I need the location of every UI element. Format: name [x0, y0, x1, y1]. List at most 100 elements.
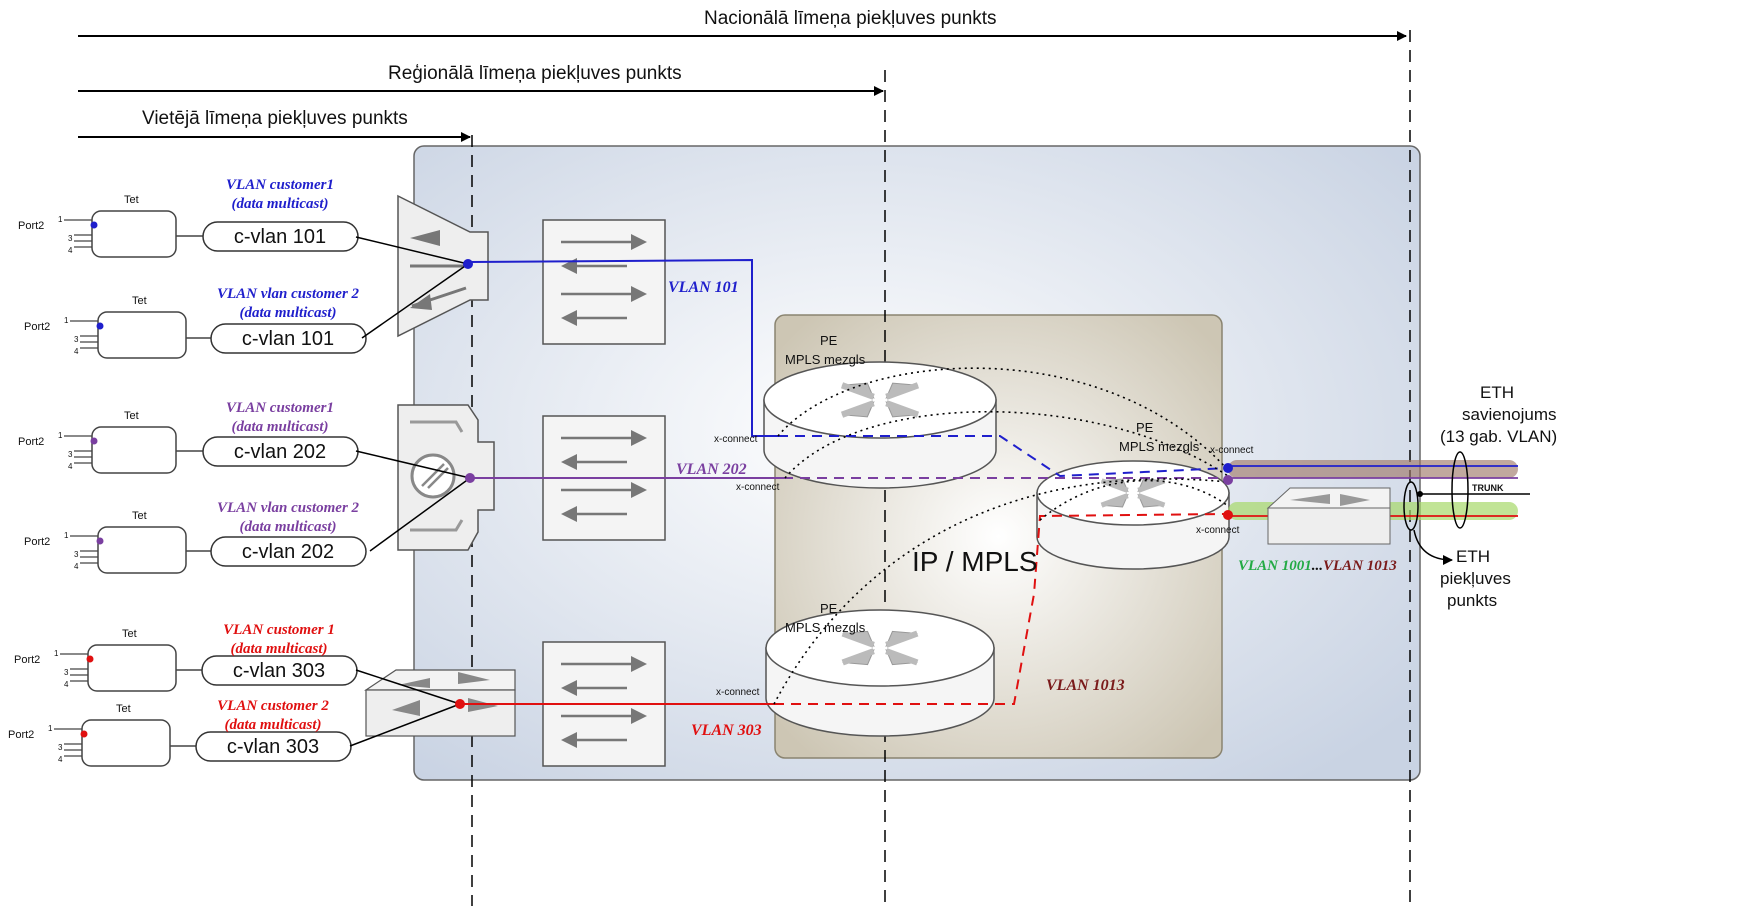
pin-number: 1 — [54, 649, 59, 658]
pe-routers — [763, 361, 1230, 737]
vlan-303-label: VLAN 303 — [691, 722, 762, 739]
vlan-customer-title: VLAN customer1 — [226, 400, 334, 416]
x-connect-label-1: x-connect — [714, 434, 758, 445]
port-indicator — [96, 322, 104, 330]
x-connect-label-3: x-connect — [716, 687, 760, 698]
ip-mpls-label: IP / MPLS — [912, 546, 1038, 577]
direction-arrow-head — [631, 234, 647, 250]
router-arrow-shaft — [840, 382, 875, 400]
customer-device-label: Tet — [116, 703, 131, 715]
customer-device-label: Tet — [124, 410, 139, 422]
vlan-customer-subtitle: (data multicast) — [231, 419, 328, 435]
pe-mpls-label-bottom: MPLS mezgls — [785, 620, 866, 635]
pin-number: 1 — [58, 431, 63, 440]
eth-access-label-2: piekļuves — [1440, 569, 1511, 588]
diagram-labels: VLAN 101 VLAN 202 VLAN 303 VLAN 1013 IP … — [668, 279, 1557, 739]
customer-device-label: Tet — [122, 628, 137, 640]
vlan-switch-boxes — [542, 219, 666, 767]
switch-box-frame — [542, 219, 666, 345]
pe-router — [765, 609, 995, 737]
router-arrow-shaft — [1100, 478, 1129, 493]
port-label: Port2 — [8, 729, 34, 741]
customer-device — [97, 526, 187, 574]
port-label: Port2 — [24, 536, 50, 548]
router-arrow-shaft — [885, 400, 920, 418]
regional-level-label: Reģionālā līmeņa piekļuves punkts — [388, 63, 682, 84]
pin-number: 4 — [68, 246, 73, 255]
customer-device — [81, 719, 171, 767]
vlan-202-path — [355, 450, 1228, 552]
customer-device-label: Tet — [132, 295, 147, 307]
customer-device — [97, 311, 187, 359]
router-top — [765, 609, 995, 687]
vlan-range-label: VLAN 1001...VLAN 1013 — [1238, 558, 1397, 574]
router-arrow-shaft — [841, 648, 875, 666]
pe-mpls-label-right: MPLS mezgls — [1119, 439, 1200, 454]
pe-label-top: PE — [820, 333, 838, 348]
vlan-303-path — [349, 513, 1227, 747]
pin-number: 4 — [68, 462, 73, 471]
direction-arrow-head — [631, 286, 647, 302]
direction-arrow-head — [561, 454, 577, 470]
national-level-label: Nacionālā līmeņa piekļuves punkts — [704, 8, 997, 29]
vlan-101-path — [355, 236, 1229, 478]
router-arrow-shaft — [885, 382, 920, 400]
cvlan-label: c-vlan 303 — [233, 660, 325, 682]
direction-arrow-head — [561, 506, 577, 522]
pin-number: 3 — [68, 234, 73, 243]
customer-device — [91, 210, 177, 258]
customer-device-label: Tet — [132, 510, 147, 522]
vlan-202-label: VLAN 202 — [676, 461, 747, 478]
vlan-customer-title: VLAN customer 1 — [223, 622, 335, 638]
trunk-label: TRUNK — [1472, 483, 1504, 493]
eth-connection-label-3: (13 gab. VLAN) — [1440, 427, 1557, 446]
port-label: Port2 — [18, 436, 44, 448]
router-arrow-shaft — [1137, 478, 1166, 493]
direction-arrow-head — [631, 430, 647, 446]
pin-number: 3 — [74, 335, 79, 344]
pin-number: 3 — [68, 450, 73, 459]
vlan-customer-title: VLAN customer 2 — [217, 698, 329, 714]
cvlan-label: c-vlan 101 — [242, 328, 334, 350]
eth-connection-label-1: ETH — [1480, 383, 1514, 402]
x-connect-label-4: x-connect — [1210, 445, 1254, 456]
cvlan-pill — [210, 323, 367, 354]
cvlan-pill — [210, 536, 367, 567]
router-arrow-shaft — [885, 648, 919, 666]
vlan-customer-subtitle: (data multicast) — [224, 717, 321, 733]
router-arrow-shaft — [1137, 493, 1166, 508]
cvlan-label: c-vlan 303 — [227, 736, 319, 758]
pin-number: 1 — [64, 316, 69, 325]
port-indicator — [86, 655, 94, 663]
direction-arrow-head — [631, 656, 647, 672]
pin-number: 3 — [74, 550, 79, 559]
x-connect-label-2: x-connect — [736, 482, 780, 493]
pin-number: 4 — [58, 755, 63, 764]
x-connect-label-5: x-connect — [1196, 525, 1240, 536]
vlan-range-separator: ... — [1312, 558, 1323, 574]
direction-arrow-head — [561, 732, 577, 748]
customer-device-label: Tet — [124, 194, 139, 206]
pin-number: 4 — [74, 562, 79, 571]
eth-access-label-3: punkts — [1447, 591, 1497, 610]
vlan-101-label: VLAN 101 — [668, 279, 739, 296]
vlan-customer-title: VLAN vlan customer 2 — [217, 500, 360, 516]
pin-number: 1 — [58, 215, 63, 224]
router-arrow-shaft — [885, 630, 919, 648]
vlan-customer-title: VLAN vlan customer 2 — [217, 286, 360, 302]
vlan-customer-subtitle: (data multicast) — [239, 305, 336, 321]
router-top — [1036, 460, 1230, 526]
vlan-range-end: VLAN 1013 — [1323, 558, 1397, 574]
pin-number: 4 — [74, 347, 79, 356]
vlan-1013-label: VLAN 1013 — [1046, 677, 1125, 694]
pin-number: 1 — [48, 724, 53, 733]
port-label: Port2 — [18, 220, 44, 232]
port-label: Port2 — [24, 321, 50, 333]
cvlan-label: c-vlan 202 — [234, 441, 326, 463]
